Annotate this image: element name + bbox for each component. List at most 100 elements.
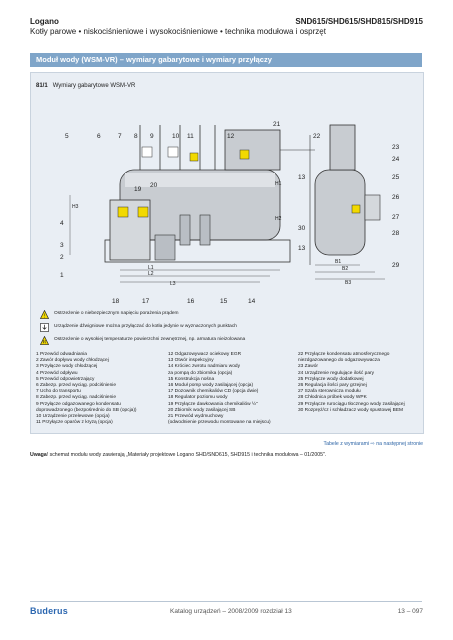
side-view-cabinet <box>364 194 381 221</box>
parts-item: 9 Przyłącze odgazowanego kondensatu <box>36 401 121 407</box>
legend-voltage: Ostrzeżenie o niebezpiecznym napięciu po… <box>54 311 179 316</box>
parts-column-3: 22 Przyłącze kondensatu atmosferycznego … <box>298 352 405 414</box>
model-numbers: SND615/SHD615/SHD815/SHD915 <box>295 17 423 26</box>
parts-item: 29 Przyłącze rurociągu tłocznego wody za… <box>298 401 405 407</box>
parts-item: 7 Ucho do transportu <box>36 389 81 395</box>
parts-item: 13 Otwór inspekcyjny <box>168 358 214 364</box>
parts-item: 5 Przewód odpowietrzający <box>36 376 95 382</box>
product-name: Logano <box>30 17 59 26</box>
product-subtitle: Kotły parowe • niskociśnieniowe i wysoko… <box>30 27 326 36</box>
side-view-degasser <box>329 124 356 171</box>
callout-10: 10 <box>172 133 180 140</box>
parts-item: 19 Przyłącze dawkowania chemikaliów ½" <box>168 401 258 407</box>
section-title: Moduł wody (WSM-VR) – wymiary gabarytowe… <box>36 55 272 64</box>
lifting-point-icon <box>40 323 49 332</box>
parts-item: 28 Chłodnica próbek wody WPK <box>298 395 367 401</box>
parts-item: 1 Przewód odwadniania <box>36 352 87 357</box>
valve-box <box>141 146 153 158</box>
callout-16: 16 <box>187 298 195 305</box>
callout-2: 2 <box>60 254 64 261</box>
parts-item: 12 Odgazowywacz ociekowy EGR <box>168 352 242 357</box>
warning-sign <box>189 152 199 162</box>
section-bar: Moduł wody (WSM-VR) – wymiary gabarytowe… <box>30 53 422 67</box>
note: Uwaga! schemat modułu wody zawierają „Ma… <box>30 452 326 458</box>
valve-box <box>167 146 179 158</box>
callout-8: 8 <box>134 133 138 140</box>
callout-18: 18 <box>112 298 120 305</box>
callout-17: 17 <box>142 298 150 305</box>
callout-27: 27 <box>392 214 400 221</box>
note-text: ! schemat modułu wody zawierają „Materia… <box>46 452 327 458</box>
parts-item: 3 Przyłącze wody chłodzącej <box>36 364 98 370</box>
support-frame <box>104 239 291 263</box>
dim-L3: L3 <box>170 281 176 287</box>
warning-sign <box>137 206 149 218</box>
dim-H2: H2 <box>275 216 282 222</box>
parts-item: 2 Zawór dopływu wody chłodzącej <box>36 358 109 364</box>
callout-25: 25 <box>392 174 400 181</box>
parts-item: 4 Przewód odpływu <box>36 370 78 376</box>
callout-9: 9 <box>150 133 154 140</box>
callout-4: 4 <box>60 220 64 227</box>
technical-drawing: 5 6 7 8 9 10 11 12 21 22 23 24 25 26 27 … <box>60 121 400 305</box>
legend-hot-surface: Ostrzeżenie o wysokiej temperaturze powi… <box>54 337 246 342</box>
footer-divider <box>30 601 422 602</box>
parts-item: 8 Zabezp. przed wyciąg. nadciśnienie <box>36 395 116 401</box>
callout-21: 21 <box>273 121 281 128</box>
legend-lifting: Urządzenie dźwigniowe można przyłączać d… <box>54 324 237 329</box>
parts-item: 14 Króciec zwrotu nadmiaru wody <box>168 364 240 370</box>
note-label: Uwaga <box>30 452 47 458</box>
page-number: 13 – 097 <box>397 608 423 615</box>
parts-item: (odwodnienie przewodu montowane na miejs… <box>168 420 271 426</box>
parts-item: 27 Szafa sterownicza modułu <box>298 389 361 395</box>
voltage-warning-icon: ! <box>40 310 49 319</box>
chemical-dosing-tank <box>154 234 176 261</box>
footer-catalog: Katalog urządzeń – 2008/2009 rozdział 13 <box>170 608 292 615</box>
callout-26: 26 <box>392 194 400 201</box>
callout-1: 1 <box>60 272 64 279</box>
dimension-tables-link[interactable]: Tabele z wymiarami ⇨ na następnej stroni… <box>323 441 424 447</box>
figure-number: 81/1 <box>36 83 48 89</box>
tank-highlight <box>125 173 275 187</box>
callout-11: 11 <box>187 133 194 140</box>
callout-3: 3 <box>60 242 64 249</box>
callout-5: 5 <box>65 133 69 140</box>
parts-item: 25 Przyłącze wody dodatkowej <box>298 376 364 382</box>
parts-item: 18 Regulator poziomu wody <box>168 395 228 401</box>
parts-item: 15 Konstrukcja nośna <box>168 376 215 382</box>
dim-L2: L2 <box>148 271 154 277</box>
callout-14: 14 <box>248 298 256 305</box>
parts-item: 21 Przewód wydmuchowy <box>168 413 224 419</box>
parts-item: 11 Przyłącze oparów z kryzą (opcja) <box>36 420 113 426</box>
parts-item: 23 Zawór <box>298 364 318 370</box>
callout-22: 22 <box>313 133 321 140</box>
parts-item: za pompą do zbiornika (opcja) <box>168 370 233 376</box>
buderus-logo: Buderus <box>30 606 68 616</box>
parts-item: 6 Zabezp. przed wyciąg. podciśnienie <box>36 382 116 388</box>
parts-item: doprowadzonego (bezpośrednio do SB (opcj… <box>36 407 137 413</box>
parts-item: 24 Urządzenie regulujące ilość pary <box>298 370 374 376</box>
parts-item: 22 Przyłącze kondensatu atmosferycznego <box>298 352 390 357</box>
dim-B3: B3 <box>345 280 351 286</box>
callout-29: 29 <box>392 262 400 269</box>
callout-12: 12 <box>227 133 235 140</box>
pump <box>179 214 191 246</box>
warning-sign <box>117 206 129 218</box>
parts-item: 16 Moduł pomp wody zasilającej (opcja) <box>168 382 254 388</box>
callout-7: 7 <box>118 133 122 140</box>
dim-L1: L1 <box>148 265 154 271</box>
warning-sign <box>239 149 250 160</box>
parts-item: niezdgazowanego do odgazowywacza <box>298 358 380 364</box>
page-header: Logano Kotły parowe • niskociśnieniowe i… <box>30 17 326 37</box>
parts-item: 26 Regulacja ilości pary grzejnej <box>298 382 367 388</box>
degasser-column <box>224 129 281 171</box>
callout-6: 6 <box>97 133 101 140</box>
callout-15: 15 <box>220 298 228 305</box>
dim-B2: B2 <box>342 266 348 272</box>
dim-H1: H1 <box>275 181 282 187</box>
callout-20: 20 <box>150 182 158 189</box>
parts-item: 17 Dozownik chemikaliów CD (opcja dwie) <box>168 389 259 395</box>
